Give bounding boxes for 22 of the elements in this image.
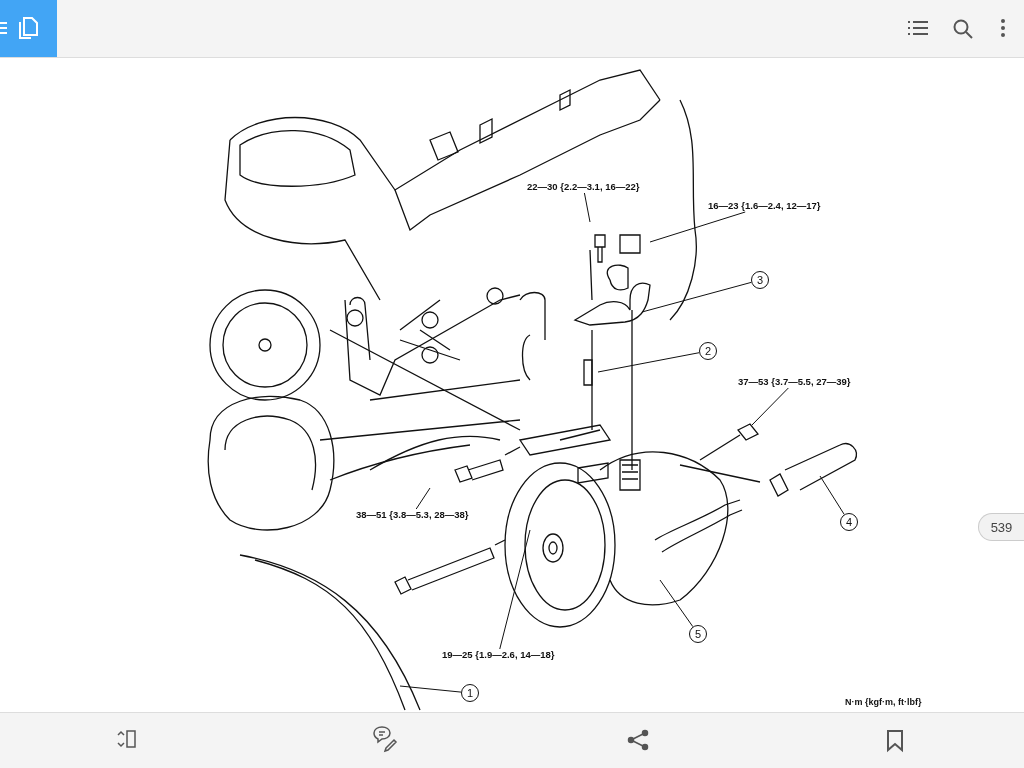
callout-number: 1 [461,684,479,702]
leader-line [415,487,431,510]
callout-number: 5 [689,625,707,643]
torque-spec: 19—25 {1.9—2.6, 14—18} [442,649,555,661]
leader-line [399,685,462,693]
leader-line [649,211,746,243]
leader-line [751,387,789,426]
callout-number: 3 [751,271,769,289]
leader-line [641,281,752,313]
leader-line [819,475,845,515]
leader-line [597,352,700,373]
leader-line [583,192,591,223]
callout-number: 2 [699,342,717,360]
torque-spec: 22—30 {2.2—3.1, 16—22} [527,181,640,193]
units-note: N·m {kgf·m, ft·lbf} [845,697,922,707]
torque-spec: 38—51 {3.8—5.3, 28—38} [356,509,469,521]
leader-line [499,529,531,650]
torque-spec: 37—53 {3.7—5.5, 27—39} [738,376,851,388]
page-number: 539 [978,513,1024,541]
callout-number: 4 [840,513,858,531]
leader-line [659,579,694,628]
torque-spec: 16—23 {1.6—2.4, 12—17} [708,200,821,212]
